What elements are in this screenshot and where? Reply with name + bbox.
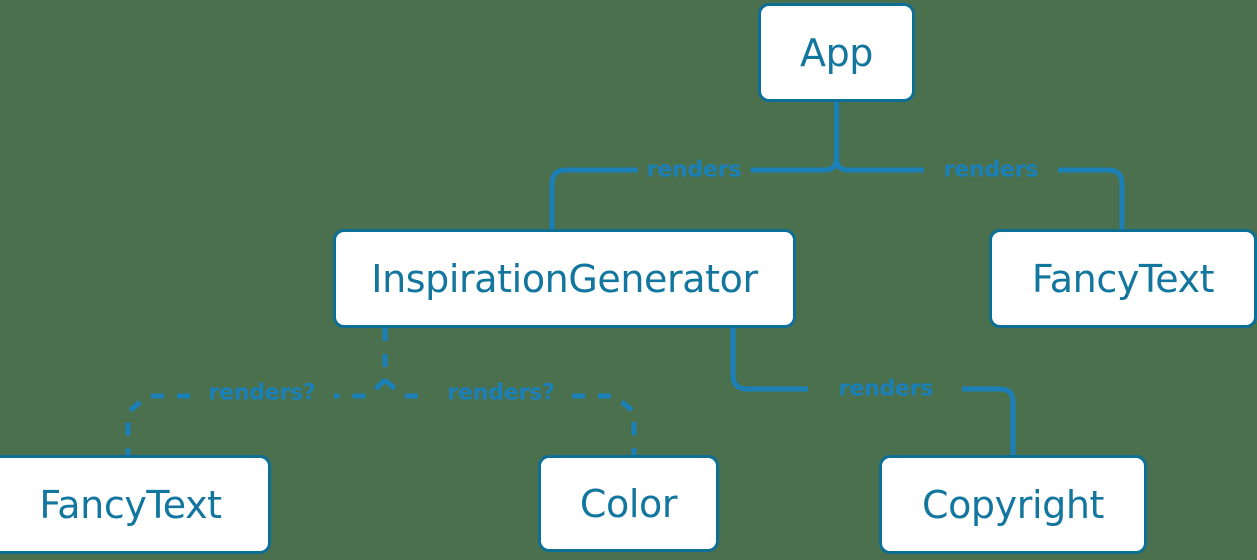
node-app-label: App xyxy=(799,30,874,75)
node-color[interactable]: Color xyxy=(538,455,719,552)
node-inspiration-generator-label: InspirationGenerator xyxy=(371,256,758,301)
edge-app-to-inspgen xyxy=(549,167,825,229)
node-fancytext-bottom[interactable]: FancyText xyxy=(0,455,271,554)
edge-app-to-fancytext xyxy=(848,167,1125,229)
edge-label-inspiration-generator-to-fancytext: renders? xyxy=(199,378,325,408)
node-color-label: Color xyxy=(579,481,678,526)
node-app[interactable]: App xyxy=(758,3,915,102)
edge-label-app-to-inspiration-generator: renders xyxy=(637,155,750,185)
edge-app-stem-left xyxy=(824,157,839,173)
node-inspiration-generator[interactable]: InspirationGenerator xyxy=(333,229,796,328)
edge-label-inspiration-generator-to-color: renders? xyxy=(438,378,564,408)
node-copyright-label: Copyright xyxy=(921,482,1105,527)
edge-inspgen-to-copyright xyxy=(730,328,1016,455)
node-fancytext-top-label: FancyText xyxy=(1031,256,1215,301)
node-copyright[interactable]: Copyright xyxy=(879,455,1147,554)
edge-label-app-to-fancytext: renders xyxy=(934,155,1047,185)
edge-inspgen-to-color-dashed xyxy=(383,378,637,455)
edge-label-inspiration-generator-to-copyright: renders xyxy=(829,374,942,404)
edge-inspgen-to-fancytext-dashed xyxy=(125,378,387,455)
node-fancytext-bottom-label: FancyText xyxy=(39,482,222,527)
node-fancytext-top[interactable]: FancyText xyxy=(989,229,1257,328)
